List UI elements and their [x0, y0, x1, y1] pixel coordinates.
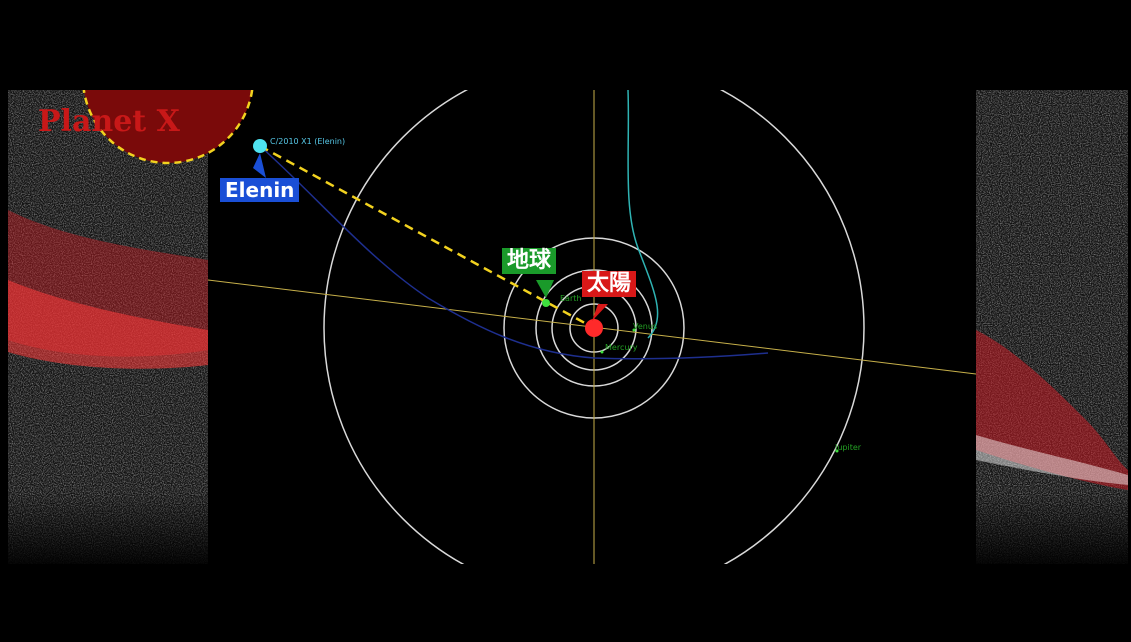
sun-marker [585, 319, 603, 337]
comet-path-cyan [627, 90, 659, 339]
mercury-marker [600, 350, 604, 354]
mercury-sim-label: Mercury [605, 343, 638, 352]
sun-callout: 太陽 [582, 271, 637, 297]
elenin-callout: Elenin [220, 178, 300, 202]
earth-sim-label: Earth [560, 294, 582, 303]
video-frame: Planet X C/2010 X1 (Elenin) Venus Mercur… [8, 8, 1128, 638]
comet-sim-label: C/2010 X1 (Elenin) [270, 137, 346, 146]
earth-callout: 地球 [502, 248, 557, 274]
jupiter-marker [835, 449, 839, 453]
venus-marker [632, 328, 636, 332]
planet-x-title: Planet X [38, 104, 180, 139]
earth-marker [542, 299, 550, 307]
sun-callout-pointer [592, 304, 608, 321]
jupiter-orbit [323, 90, 865, 564]
venus-sim-label: Venus [633, 322, 658, 331]
jupiter-sim-label: Jupiter [835, 443, 862, 452]
elenin-marker [253, 139, 267, 153]
planet-x-disc [82, 90, 254, 165]
right-nebula-panel [976, 90, 1128, 564]
solar-system-diagram [82, 90, 976, 564]
left-nebula-panel [8, 90, 208, 564]
elenin-callout-pointer [253, 153, 266, 178]
earth-callout-pointer [536, 280, 554, 298]
alignment-dashed-line [259, 144, 595, 330]
comet-path-blue [259, 145, 769, 360]
